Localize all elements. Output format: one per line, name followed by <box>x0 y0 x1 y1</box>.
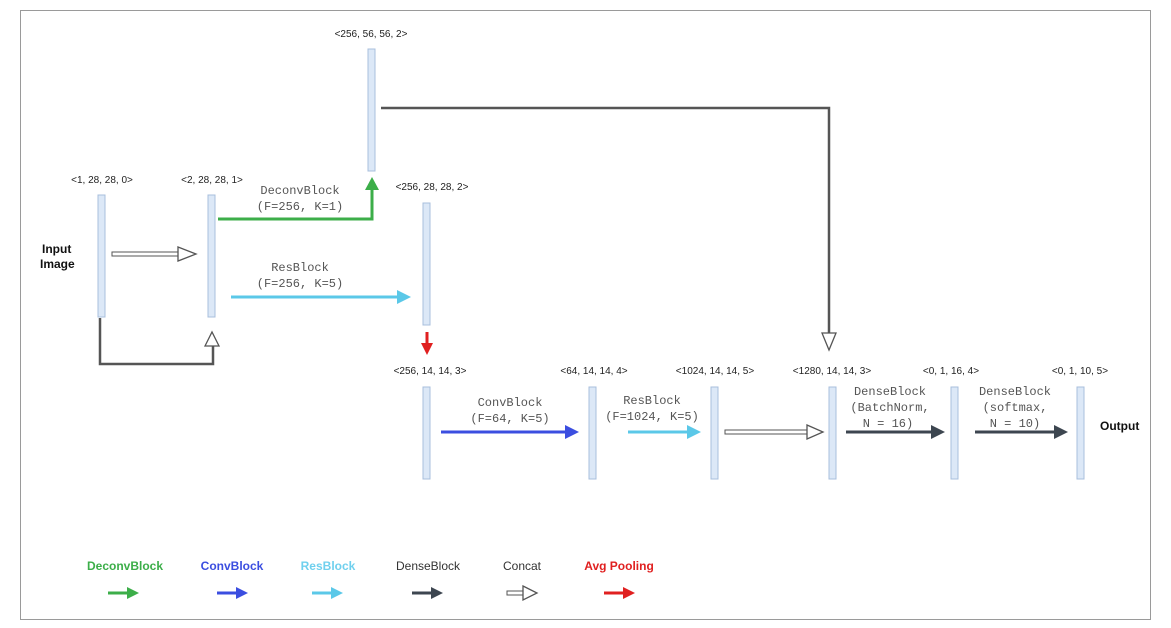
concat-arrow-t0-t1 <box>111 246 198 262</box>
input-label-line1: Input <box>42 242 71 256</box>
concat-long-skip <box>381 106 837 352</box>
deconv-block-params: (F=256, K=1) <box>257 200 343 214</box>
tensor-bar-t9 <box>1076 386 1085 480</box>
legend-arrow-concat <box>522 584 539 602</box>
legend-arrow-avgpool <box>623 587 635 599</box>
conv-arrow <box>441 425 579 439</box>
tensor-shape-t2: <256, 56, 56, 2> <box>335 29 408 40</box>
tensor-shape-t6: <1024, 14, 14, 5> <box>676 366 755 377</box>
tensor-shape-t8: <0, 1, 16, 4> <box>923 366 979 377</box>
input-label-line2: Image <box>40 257 75 271</box>
dense-block-2-params-1: (softmax, <box>983 401 1048 415</box>
dense-block-2-name: DenseBlock <box>979 385 1051 399</box>
tensor-shape-t3: <256, 28, 28, 2> <box>396 182 469 193</box>
diagram-frame <box>20 10 1151 620</box>
concat-skip-t0-t1 <box>98 318 221 366</box>
dense-arrow-2 <box>975 425 1068 439</box>
tensor-bar-t6 <box>710 386 719 480</box>
tensor-bar-t4 <box>422 386 431 480</box>
tensor-shape-t5: <64, 14, 14, 4> <box>560 366 627 377</box>
legend-label-deconv: DeconvBlock <box>87 559 163 573</box>
tensor-shape-t0: <1, 28, 28, 0> <box>71 175 133 186</box>
res-arrow-2 <box>628 425 701 439</box>
tensor-bar-t5 <box>588 386 597 480</box>
legend-arrow-res <box>331 587 343 599</box>
tensor-bar-t0 <box>97 194 106 318</box>
tensor-bar-t3 <box>422 202 431 326</box>
legend-label-conv: ConvBlock <box>201 559 264 573</box>
legend: DeconvBlock ConvBlock ResBlock DenseBloc… <box>87 559 654 602</box>
output-label: Output <box>1100 419 1139 433</box>
dense-arrow-1 <box>846 425 945 439</box>
tensor-shape-t7: <1280, 14, 14, 3> <box>793 366 872 377</box>
tensor-shape-t9: <0, 1, 10, 5> <box>1052 366 1108 377</box>
tensor-bar-t7 <box>828 386 837 480</box>
dense-block-1-name: DenseBlock <box>854 385 926 399</box>
avg-pooling-arrow <box>421 332 433 355</box>
tensor-shape-t1: <2, 28, 28, 1> <box>181 175 243 186</box>
conv-block-params: (F=64, K=5) <box>470 412 549 426</box>
res-block-1-params: (F=256, K=5) <box>257 277 343 291</box>
deconv-arrow <box>218 177 379 221</box>
conv-block-name: ConvBlock <box>478 396 543 410</box>
dense-block-1-params-2: N = 16) <box>863 417 913 431</box>
legend-label-concat: Concat <box>503 559 542 573</box>
res-arrow-1 <box>231 290 411 304</box>
res-block-2-params: (F=1024, K=5) <box>605 410 699 424</box>
tensor-shape-t4: <256, 14, 14, 3> <box>394 366 467 377</box>
dense-block-1-params-1: (BatchNorm, <box>850 401 929 415</box>
concat-arrow-t6-t7 <box>724 424 825 440</box>
tensor-bar-t8 <box>950 386 959 480</box>
res-block-2-name: ResBlock <box>623 394 681 408</box>
legend-label-avgpool: Avg Pooling <box>584 559 654 573</box>
legend-label-dense: DenseBlock <box>396 559 461 573</box>
deconv-block-name: DeconvBlock <box>260 184 339 198</box>
legend-arrow-deconv <box>127 587 139 599</box>
tensor-bar-t1 <box>207 194 216 318</box>
dense-block-2-params-2: N = 10) <box>990 417 1040 431</box>
res-block-1-name: ResBlock <box>271 261 329 275</box>
tensor-bar-t2 <box>367 48 376 172</box>
legend-arrow-conv <box>236 587 248 599</box>
legend-arrow-dense <box>431 587 443 599</box>
legend-label-res: ResBlock <box>301 559 356 573</box>
